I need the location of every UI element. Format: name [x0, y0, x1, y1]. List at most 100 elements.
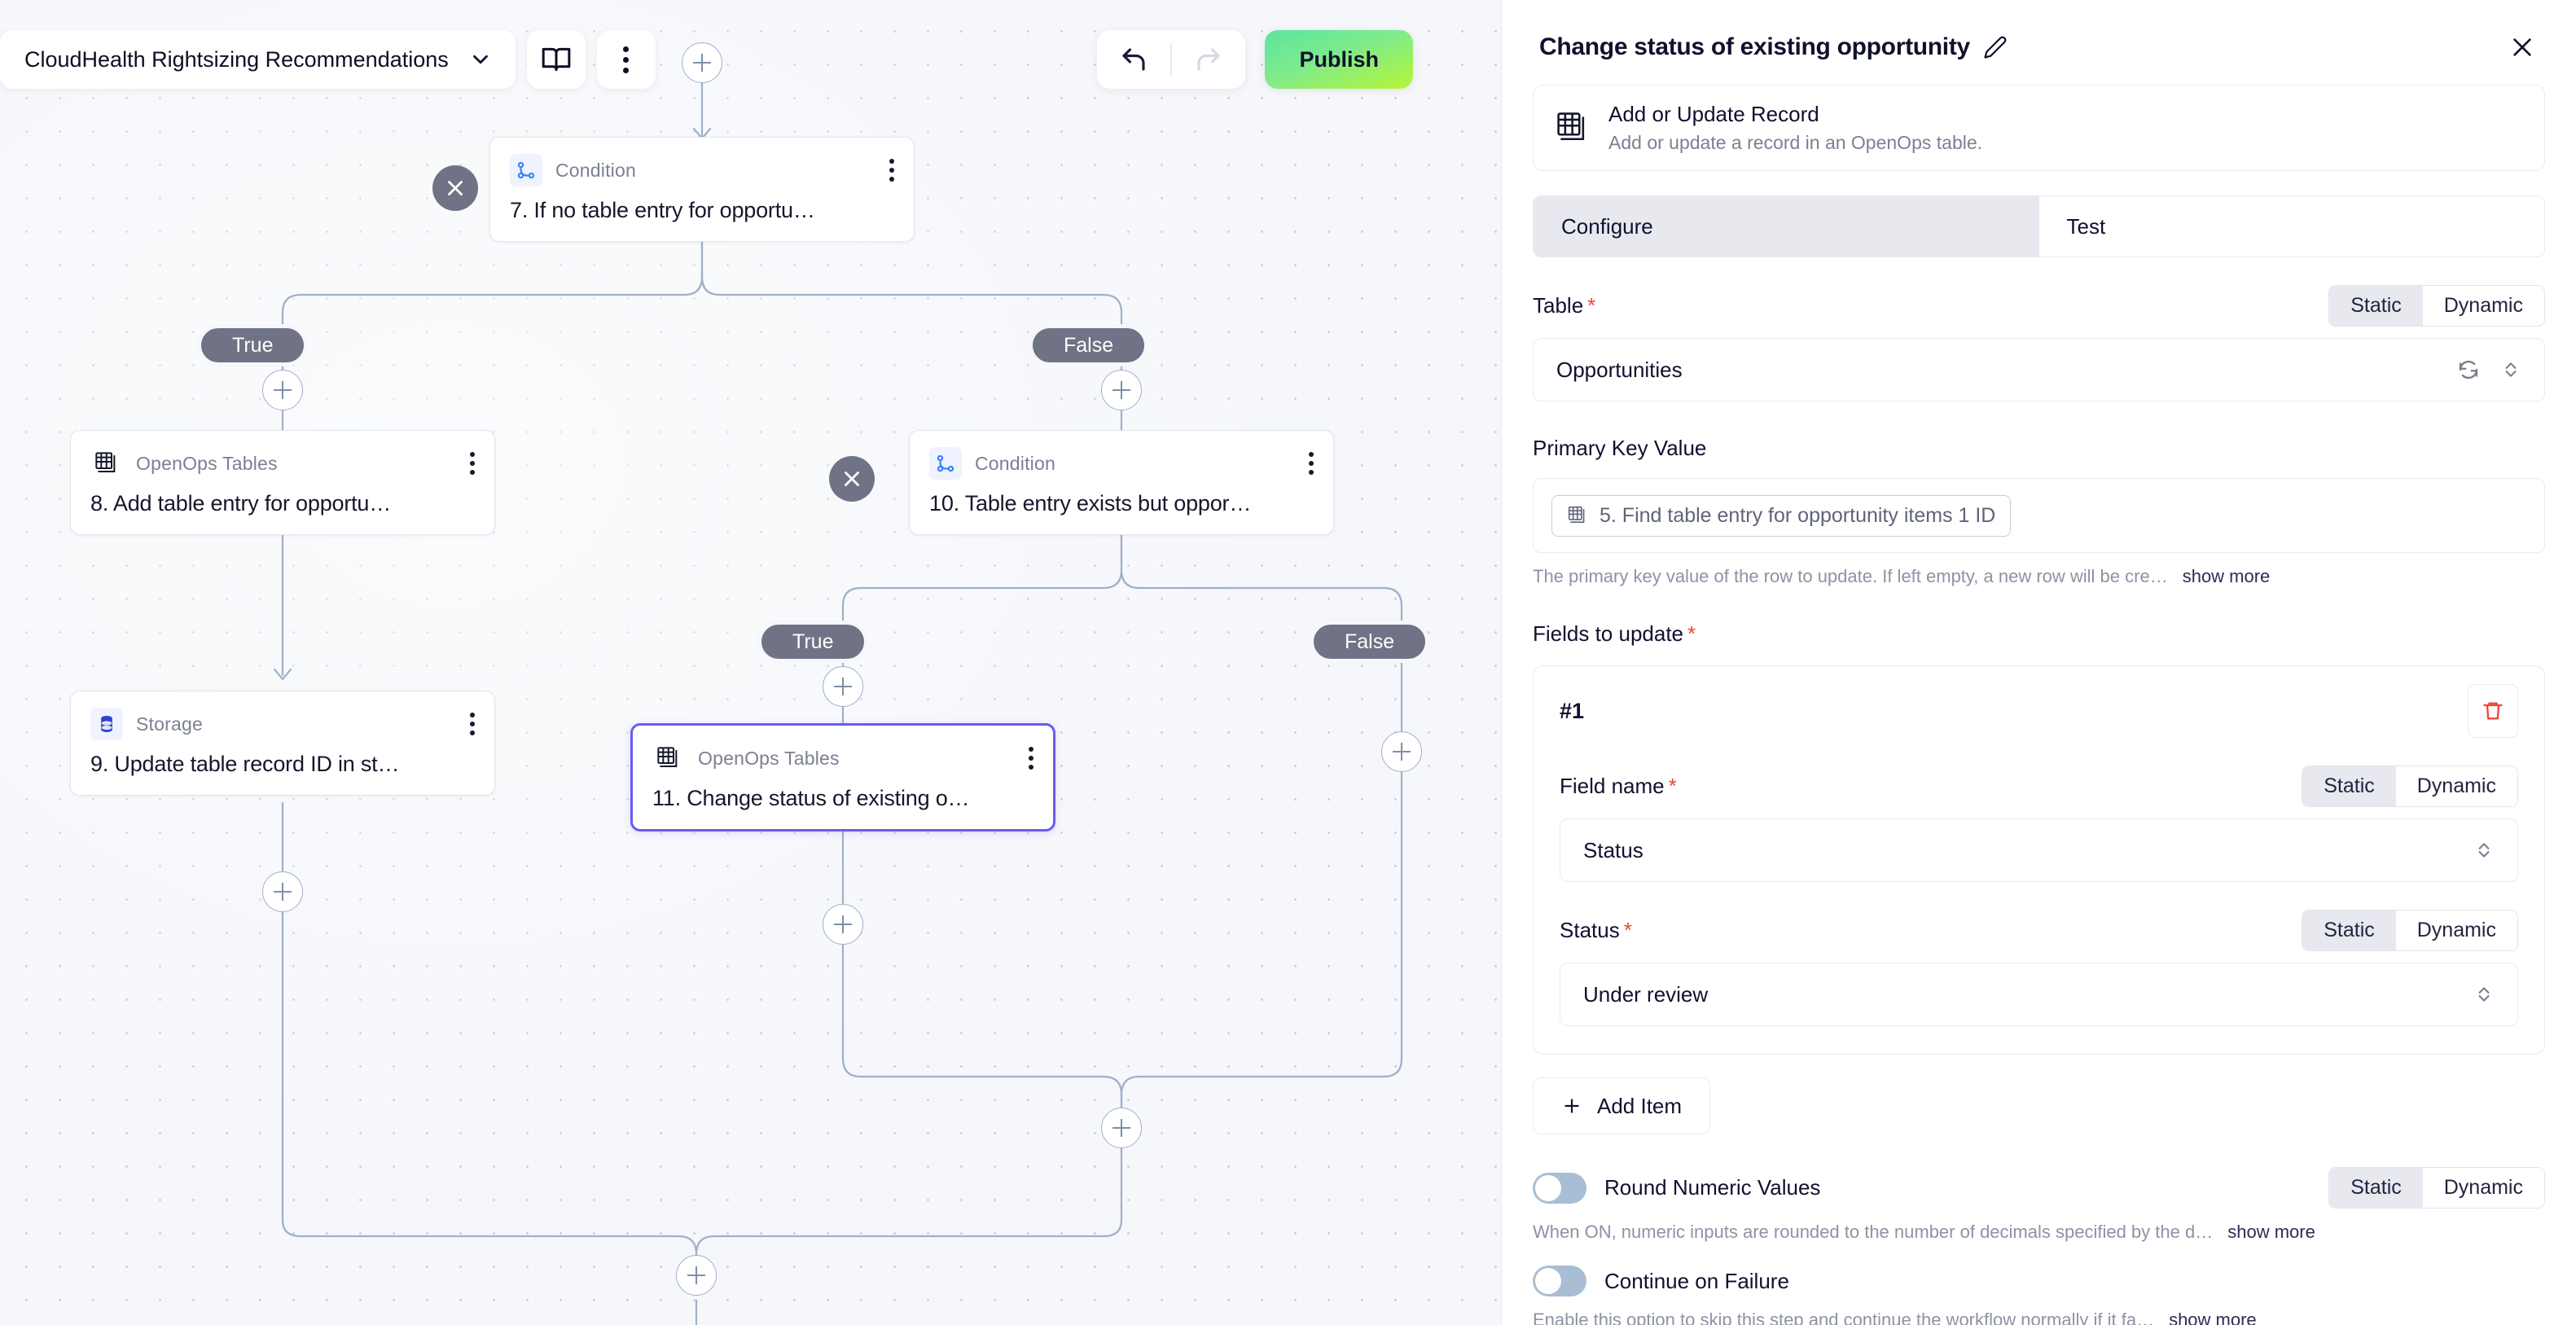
round-numeric-toggle[interactable] [1533, 1172, 1586, 1204]
add-step-button-true-7[interactable] [262, 370, 303, 410]
round-numeric-helper: When ON, numeric inputs are rounded to t… [1533, 1222, 2545, 1243]
add-item-label: Add Item [1597, 1093, 1683, 1118]
primary-key-field-row: Primary Key Value [1533, 429, 2545, 467]
required-star: * [1623, 918, 1632, 942]
table-mode-toggle: Static Dynamic [2328, 285, 2545, 327]
add-step-button-top[interactable] [682, 42, 722, 83]
step-reference-token-label: 5. Find table entry for opportunity item… [1600, 503, 1996, 527]
flow-more-menu-button[interactable] [596, 30, 656, 89]
status-label: Status* [1560, 918, 1632, 942]
workflow-node-8[interactable]: OpenOps Tables 8. Add table entry for op… [70, 430, 495, 535]
branch-label-false-7: False [1029, 324, 1149, 366]
node-type-label: OpenOps Tables [698, 747, 840, 769]
add-step-button-after-9[interactable] [262, 871, 303, 912]
round-numeric-mode-static[interactable]: Static [2329, 1168, 2423, 1208]
step-settings-panel: Change status of existing opportunity Ad… [1501, 0, 2576, 1325]
node-menu-button[interactable] [1294, 452, 1314, 475]
publish-button[interactable]: Publish [1265, 30, 1413, 89]
table-select-icons [2456, 358, 2521, 382]
continue-on-failure-label: Continue on Failure [1604, 1268, 1789, 1293]
panel-body: Table* Static Dynamic Opportunities [1502, 285, 2576, 1325]
status-select[interactable]: Under review [1560, 963, 2518, 1026]
undo-button[interactable] [1115, 41, 1152, 78]
table-mode-static[interactable]: Static [2329, 286, 2423, 326]
add-step-button-merge-10[interactable] [1101, 1108, 1142, 1148]
node-title: 8. Add table entry for opportu… [90, 491, 392, 516]
workflow-node-7[interactable]: Condition 7. If no table entry for oppor… [489, 137, 915, 242]
node-title: 7. If no table entry for opportu… [510, 198, 815, 222]
delete-field-item-button[interactable] [2468, 684, 2518, 738]
add-step-button-false-7[interactable] [1101, 370, 1142, 410]
status-row: Status* Static Dynamic [1560, 910, 2518, 951]
node-title: 11. Change status of existing o… [652, 786, 970, 810]
flow-name-selector[interactable]: CloudHealth Rightsizing Recommendations [0, 30, 516, 89]
close-icon[interactable] [2506, 31, 2539, 64]
round-numeric-show-more[interactable]: show more [2227, 1222, 2315, 1242]
openops-tables-icon [1555, 110, 1591, 146]
collapse-branch-button-7[interactable] [432, 165, 478, 211]
tab-configure[interactable]: Configure [1534, 196, 2039, 257]
piece-description: Add or update a record in an OpenOps tab… [1608, 132, 1983, 153]
table-mode-dynamic[interactable]: Dynamic [2422, 286, 2544, 326]
tab-test[interactable]: Test [2038, 196, 2544, 257]
panel-tabs: Configure Test [1533, 195, 2545, 257]
round-numeric-helper-text: When ON, numeric inputs are rounded to t… [1533, 1222, 2214, 1242]
chevron-up-down-icon [2473, 840, 2495, 861]
continue-on-failure-toggle[interactable] [1533, 1266, 1586, 1296]
node-header: Condition [510, 154, 894, 186]
workflow-canvas[interactable]: CloudHealth Rightsizing Recommendations [0, 0, 1501, 1325]
add-step-button-true-10[interactable] [823, 666, 863, 707]
toggle-knob [1535, 1268, 1561, 1294]
continue-on-failure-row: Continue on Failure [1533, 1266, 2545, 1296]
refresh-icon[interactable] [2456, 358, 2481, 382]
add-step-button-false-10[interactable] [1381, 731, 1422, 772]
field-name-row: Field name* Static Dynamic [1560, 766, 2518, 807]
table-field-row: Table* Static Dynamic [1533, 285, 2545, 327]
plus-icon [1561, 1095, 1582, 1117]
continue-on-failure-show-more[interactable]: show more [2169, 1310, 2257, 1325]
primary-key-input[interactable]: 5. Find table entry for opportunity item… [1533, 478, 2545, 553]
field-name-select-icons [2473, 840, 2495, 861]
branch-label-false-10: False [1310, 621, 1430, 663]
table-field-label: Table* [1533, 293, 1596, 318]
node-menu-button[interactable] [455, 713, 475, 735]
redo-icon [1194, 45, 1223, 74]
flow-name-label: CloudHealth Rightsizing Recommendations [24, 46, 449, 72]
storage-icon [90, 708, 123, 740]
workflow-node-9[interactable]: Storage 9. Update table record ID in st… [70, 691, 495, 796]
add-step-button-merge-7[interactable] [676, 1255, 717, 1296]
openops-tables-icon [1567, 505, 1588, 526]
add-step-button-after-11[interactable] [823, 904, 863, 945]
fields-to-update-label: Fields to update* [1533, 621, 1696, 646]
toolbar-divider [1170, 43, 1173, 76]
pencil-icon[interactable] [1983, 35, 2008, 59]
node-title: 10. Table entry exists but oppor… [929, 491, 1252, 516]
node-header: OpenOps Tables [90, 447, 475, 480]
field-name-mode-dynamic[interactable]: Dynamic [2395, 766, 2517, 806]
field-name-mode-static[interactable]: Static [2302, 766, 2396, 806]
table-select[interactable]: Opportunities [1533, 338, 2545, 401]
piece-name: Add or Update Record [1608, 102, 1819, 126]
docs-button[interactable] [526, 30, 586, 89]
status-select-icons [2473, 984, 2495, 1005]
field-name-select[interactable]: Status [1560, 818, 2518, 882]
workflow-node-10[interactable]: Condition 10. Table entry exists but opp… [909, 430, 1334, 535]
primary-key-show-more[interactable]: show more [2182, 566, 2271, 586]
round-numeric-mode-dynamic[interactable]: Dynamic [2422, 1168, 2544, 1208]
workflow-node-11[interactable]: OpenOps Tables 11. Change status of exis… [630, 723, 1055, 831]
add-item-button[interactable]: Add Item [1533, 1077, 1711, 1134]
branch-label-true-10: True [757, 621, 869, 663]
trash-icon [2482, 700, 2504, 722]
step-reference-token[interactable]: 5. Find table entry for opportunity item… [1551, 494, 2012, 537]
status-mode-static[interactable]: Static [2302, 910, 2396, 950]
collapse-branch-button-10[interactable] [829, 456, 875, 502]
status-mode-dynamic[interactable]: Dynamic [2395, 910, 2517, 950]
node-menu-button[interactable] [1014, 747, 1033, 770]
node-menu-button[interactable] [455, 452, 475, 475]
node-title: 9. Update table record ID in st… [90, 752, 400, 776]
more-vertical-icon [623, 46, 630, 73]
redo-button[interactable] [1190, 41, 1227, 78]
undo-redo-group [1097, 30, 1246, 89]
node-menu-button[interactable] [875, 159, 894, 182]
